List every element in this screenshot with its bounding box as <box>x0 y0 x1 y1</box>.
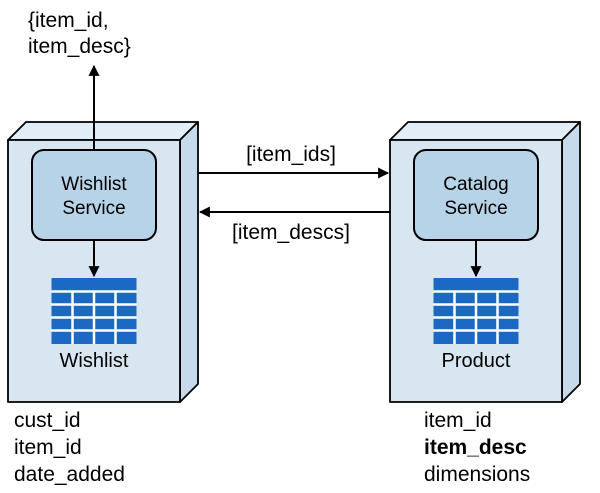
wishlist-field-cust-id: cust_id <box>14 409 81 432</box>
product-table-label: Product <box>442 350 511 372</box>
catalog-service-shape <box>413 149 539 241</box>
wishlist-box-right-face <box>179 121 199 403</box>
wishlist-field-date-added: date_added <box>14 463 125 486</box>
wishlist-field-item-id: item_id <box>14 436 82 459</box>
catalog-box-right-face <box>561 121 581 403</box>
wishlist-service-shape <box>31 149 157 241</box>
request-message-label: [item_ids] <box>246 143 336 166</box>
catalog-service-label-line1: Catalog <box>443 174 509 195</box>
product-table-icon-grid <box>433 290 519 344</box>
response-message-label: [item_descs] <box>232 221 350 244</box>
product-fields: item_id item_desc dimensions <box>424 409 530 486</box>
wishlist-table-icon <box>51 278 137 344</box>
wishlist-fields: cust_id item_id date_added <box>14 409 125 486</box>
product-field-item-desc: item_desc <box>424 436 527 459</box>
wishlist-service-node: Wishlist Service <box>31 149 157 241</box>
product-table-icon <box>433 278 519 344</box>
wishlist-box-top-face <box>7 121 199 141</box>
output-annotation-line2: item_desc} <box>28 35 131 58</box>
product-field-item-id: item_id <box>424 409 492 432</box>
output-annotation: {item_id, item_desc} <box>28 9 131 58</box>
product-field-dimensions: dimensions <box>424 463 530 486</box>
catalog-service-label-line2: Service <box>444 198 507 219</box>
catalog-service-node: Catalog Service <box>413 149 539 241</box>
output-annotation-line1: {item_id, <box>28 9 109 32</box>
catalog-box-top-face <box>389 121 581 141</box>
wishlist-table-icon-grid <box>51 290 137 344</box>
wishlist-service-label-line2: Service <box>62 198 125 219</box>
wishlist-table-label: Wishlist <box>60 350 129 372</box>
wishlist-service-label-line1: Wishlist <box>61 174 127 195</box>
